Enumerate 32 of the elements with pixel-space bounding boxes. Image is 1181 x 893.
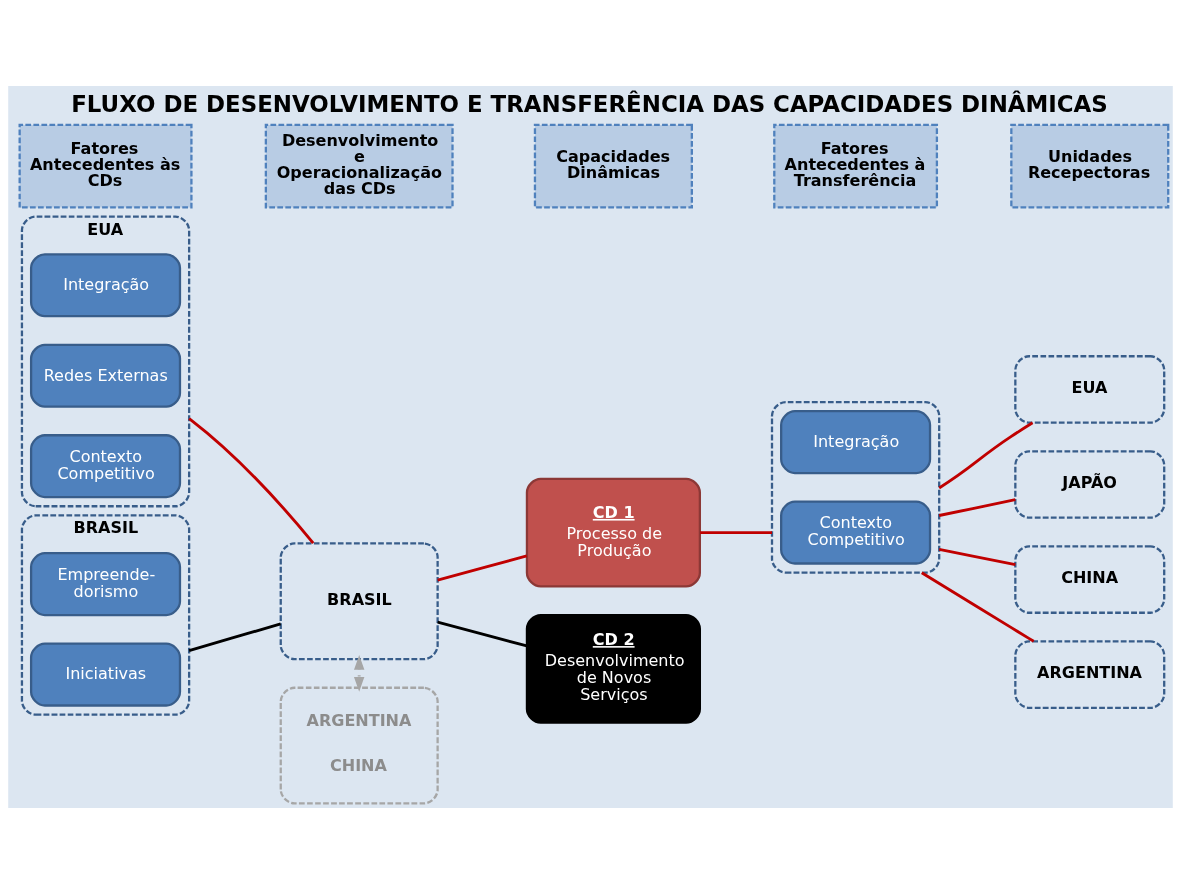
- node-box: Fatores Antecedentes às CDs: [18, 123, 193, 209]
- node-box: Contexto Competitivo: [780, 500, 932, 565]
- connector: [938, 421, 1034, 489]
- connector: [437, 620, 528, 647]
- node-box: Unidades Recepectoras: [1010, 123, 1170, 209]
- diagram-title: FLUXO DE DESENVOLVIMENTO E TRANSFERÊNCIA DAS CAPACIDADES DINÂMICAS: [71, 90, 1108, 117]
- connector: [437, 554, 528, 582]
- node-box: Redes Externas: [29, 343, 182, 408]
- node-box: ARGENTINA: [1014, 639, 1166, 709]
- node-box: Desenvolvimento e Operacionalização das CDs: [264, 123, 454, 209]
- node-box: Integração: [29, 252, 182, 317]
- node-box: Empreende- dorismo: [29, 551, 182, 616]
- cluster: [770, 400, 941, 574]
- connector: [188, 417, 315, 544]
- node-box: Fatores Antecedentes à Transferência: [773, 123, 939, 209]
- node-box: CD 1 Processo de Produção: [525, 477, 701, 588]
- connector: [921, 570, 1035, 642]
- node-box: BRASIL: [279, 541, 439, 660]
- connector: [938, 497, 1016, 517]
- connector: [938, 547, 1016, 566]
- node-box: Contexto Competitivo: [29, 433, 182, 498]
- node-box: CD 2 Desenvolvimento de Novos Serviços: [525, 613, 701, 724]
- node-box: Iniciativas: [29, 642, 182, 707]
- node-box: EUA: [1014, 354, 1166, 424]
- connector: [700, 530, 772, 534]
- node-box: Capacidades Dinâmicas: [533, 123, 693, 209]
- connector: [188, 622, 282, 652]
- arrow: [353, 654, 365, 692]
- node-box: ARGENTINA CHINA: [279, 686, 439, 805]
- node-box: JAPÃO: [1014, 449, 1166, 519]
- node-box: Integração: [780, 409, 932, 474]
- node-box: CHINA: [1014, 544, 1166, 614]
